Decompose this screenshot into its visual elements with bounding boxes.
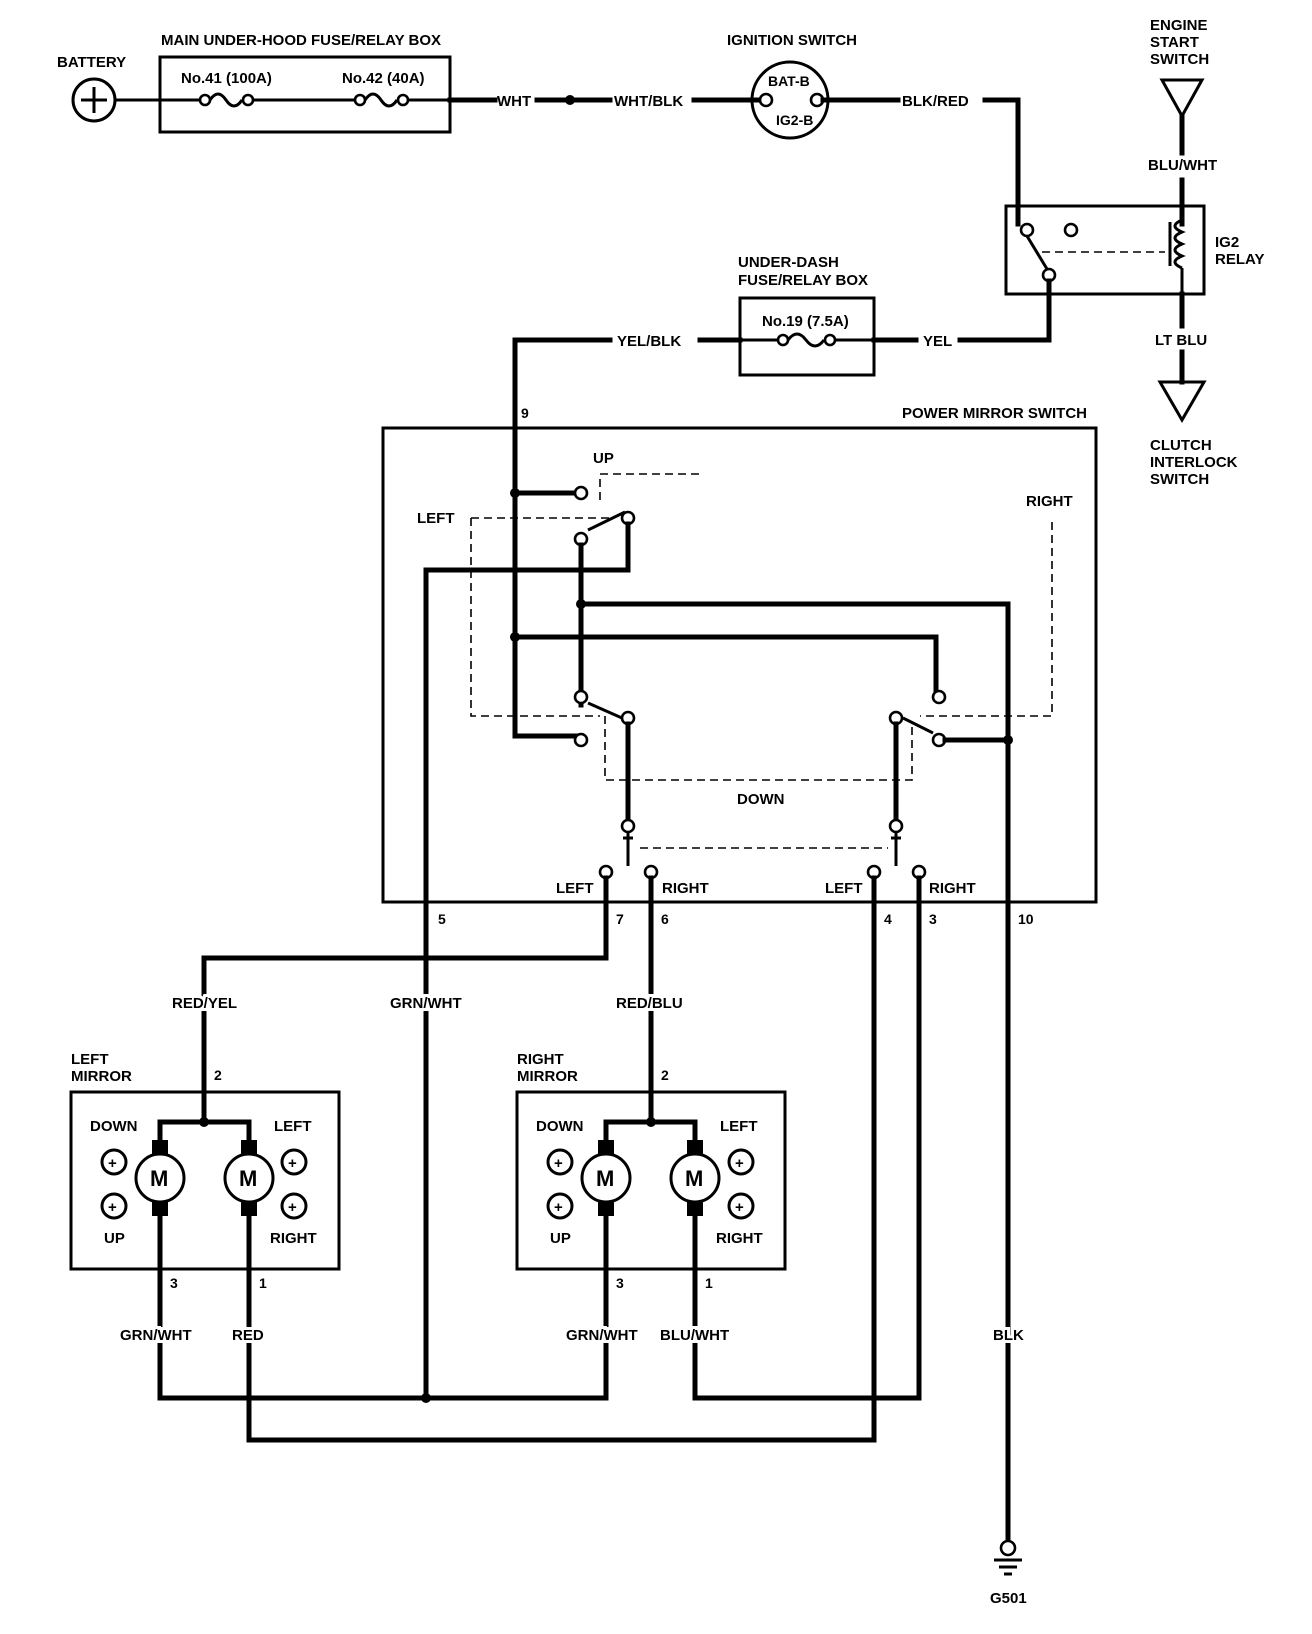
ig2-relay-label-2: RELAY (1215, 251, 1264, 268)
clutch-label-3: SWITCH (1150, 471, 1209, 488)
ign-bat-label: BAT-B (768, 73, 810, 89)
pin-4-label: 4 (884, 911, 892, 927)
left-mirror: LEFT MIRROR 2 M M + + + + DOWN LEFT UP R… (69, 1051, 341, 1272)
rm-plus-1: + (554, 1155, 563, 1172)
right-mirror: RIGHT MIRROR 2 M M + + + + DOWN LEFT UP … (515, 1051, 787, 1272)
pin-10-label: 10 (1018, 911, 1034, 927)
pin-7-label: 7 (616, 911, 624, 927)
lm-right-label: RIGHT (270, 1230, 317, 1247)
left-mirror-label-2: MIRROR (71, 1068, 132, 1085)
pin-9-label: 9 (521, 405, 529, 421)
rm-down-label: DOWN (536, 1118, 584, 1135)
ground-g501: G501 (990, 1539, 1027, 1607)
wire-red-blu-label: RED/BLU (616, 995, 683, 1012)
wire-blu-wht-label: BLU/WHT (1148, 157, 1217, 174)
left-mirror-pin-2: 2 (214, 1067, 222, 1083)
underdash-label-2: FUSE/RELAY BOX (738, 272, 868, 289)
lm-plus-3: + (288, 1155, 297, 1172)
right-mirror-pin-2: 2 (661, 1067, 669, 1083)
wire-blu-wht-label-2: BLU/WHT (660, 1327, 729, 1344)
lm-down-label: DOWN (90, 1118, 138, 1135)
right-mirror-label-2: MIRROR (517, 1068, 578, 1085)
ignition-switch: IGNITION SWITCH BAT-B IG2-B (727, 32, 857, 140)
clutch-label-1: CLUTCH (1150, 437, 1212, 454)
wire-lt-blu-label: LT BLU (1155, 332, 1207, 349)
wire-red-label: RED (232, 1327, 264, 1344)
lm-plus-1: + (108, 1155, 117, 1172)
wire-grn-wht-label-2: GRN/WHT (120, 1327, 192, 1344)
rm-plus-2: + (554, 1199, 563, 1216)
right-mirror-motor-1: M (596, 1166, 614, 1191)
left-mirror-pin-1: 1 (259, 1275, 267, 1291)
selector-left-label-1: LEFT (556, 880, 594, 897)
pin-5-label: 5 (438, 911, 446, 927)
fuse-41-label: No.41 (100A) (181, 70, 272, 87)
ig2-relay-label-1: IG2 (1215, 234, 1239, 251)
switch-down-label: DOWN (737, 791, 785, 808)
selector-right-label-1: RIGHT (662, 880, 709, 897)
lm-up-label: UP (104, 1230, 125, 1247)
selector-right-label-2: RIGHT (929, 880, 976, 897)
wire-blk-label: BLK (993, 1327, 1024, 1344)
left-mirror-motor-1: M (150, 1166, 168, 1191)
battery-label: BATTERY (57, 54, 126, 71)
ig2-relay: IG2 RELAY (1004, 204, 1264, 296)
wire-yel-label: YEL (923, 333, 952, 350)
left-mirror-label-1: LEFT (71, 1051, 109, 1068)
engine-start-switch: ENGINE START SWITCH (1150, 17, 1209, 120)
fuse-19-label: No.19 (7.5A) (762, 313, 849, 330)
ignition-switch-label: IGNITION SWITCH (727, 32, 857, 49)
power-mirror-switch: POWER MIRROR SWITCH 9 UP LEFT RIGHT (381, 405, 1098, 905)
under-dash-fuse-box: UNDER-DASH FUSE/RELAY BOX No.19 (7.5A) (738, 254, 876, 377)
battery: BATTERY (57, 54, 126, 123)
power-mirror-switch-label: POWER MIRROR SWITCH (902, 405, 1087, 422)
wire-red-yel-label: RED/YEL (172, 995, 237, 1012)
lm-plus-4: + (288, 1199, 297, 1216)
engine-start-label-1: ENGINE (1150, 17, 1208, 34)
right-mirror-motor-2: M (685, 1166, 703, 1191)
rm-plus-3: + (735, 1155, 744, 1172)
right-mirror-pin-1: 1 (705, 1275, 713, 1291)
wire-wht-label: WHT (497, 93, 531, 110)
wire-grn-wht-label-1: GRN/WHT (390, 995, 462, 1012)
left-mirror-pin-3: 3 (170, 1275, 178, 1291)
ground-label: G501 (990, 1590, 1027, 1607)
engine-start-label-3: SWITCH (1150, 51, 1209, 68)
pin-6-label: 6 (661, 911, 669, 927)
rm-right-label: RIGHT (716, 1230, 763, 1247)
wire-grn-wht-label-3: GRN/WHT (566, 1327, 638, 1344)
clutch-label-2: INTERLOCK (1150, 454, 1238, 471)
rm-left-label: LEFT (720, 1118, 758, 1135)
switch-up-label: UP (593, 450, 614, 467)
wire-yel-blk-label: YEL/BLK (617, 333, 681, 350)
wire-wht-blk-label: WHT/BLK (614, 93, 683, 110)
main-fuse-box-label: MAIN UNDER-HOOD FUSE/RELAY BOX (161, 32, 441, 49)
engine-start-label-2: START (1150, 34, 1199, 51)
lm-plus-2: + (108, 1199, 117, 1216)
left-mirror-motor-2: M (239, 1166, 257, 1191)
right-mirror-pin-3: 3 (616, 1275, 624, 1291)
main-fuse-box: MAIN UNDER-HOOD FUSE/RELAY BOX No.41 (10… (158, 32, 452, 134)
switch-left-label: LEFT (417, 510, 455, 527)
pin-3-label: 3 (929, 911, 937, 927)
lm-left-label: LEFT (274, 1118, 312, 1135)
rm-up-label: UP (550, 1230, 571, 1247)
wire-blk-red-label: BLK/RED (902, 93, 969, 110)
clutch-interlock-switch: CLUTCH INTERLOCK SWITCH (1150, 380, 1238, 488)
underdash-label-1: UNDER-DASH (738, 254, 839, 271)
ign-ig2-label: IG2-B (776, 112, 813, 128)
selector-left-label-2: LEFT (825, 880, 863, 897)
switch-right-label: RIGHT (1026, 493, 1073, 510)
rm-plus-4: + (735, 1199, 744, 1216)
fuse-42-label: No.42 (40A) (342, 70, 425, 87)
right-mirror-label-1: RIGHT (517, 1051, 564, 1068)
